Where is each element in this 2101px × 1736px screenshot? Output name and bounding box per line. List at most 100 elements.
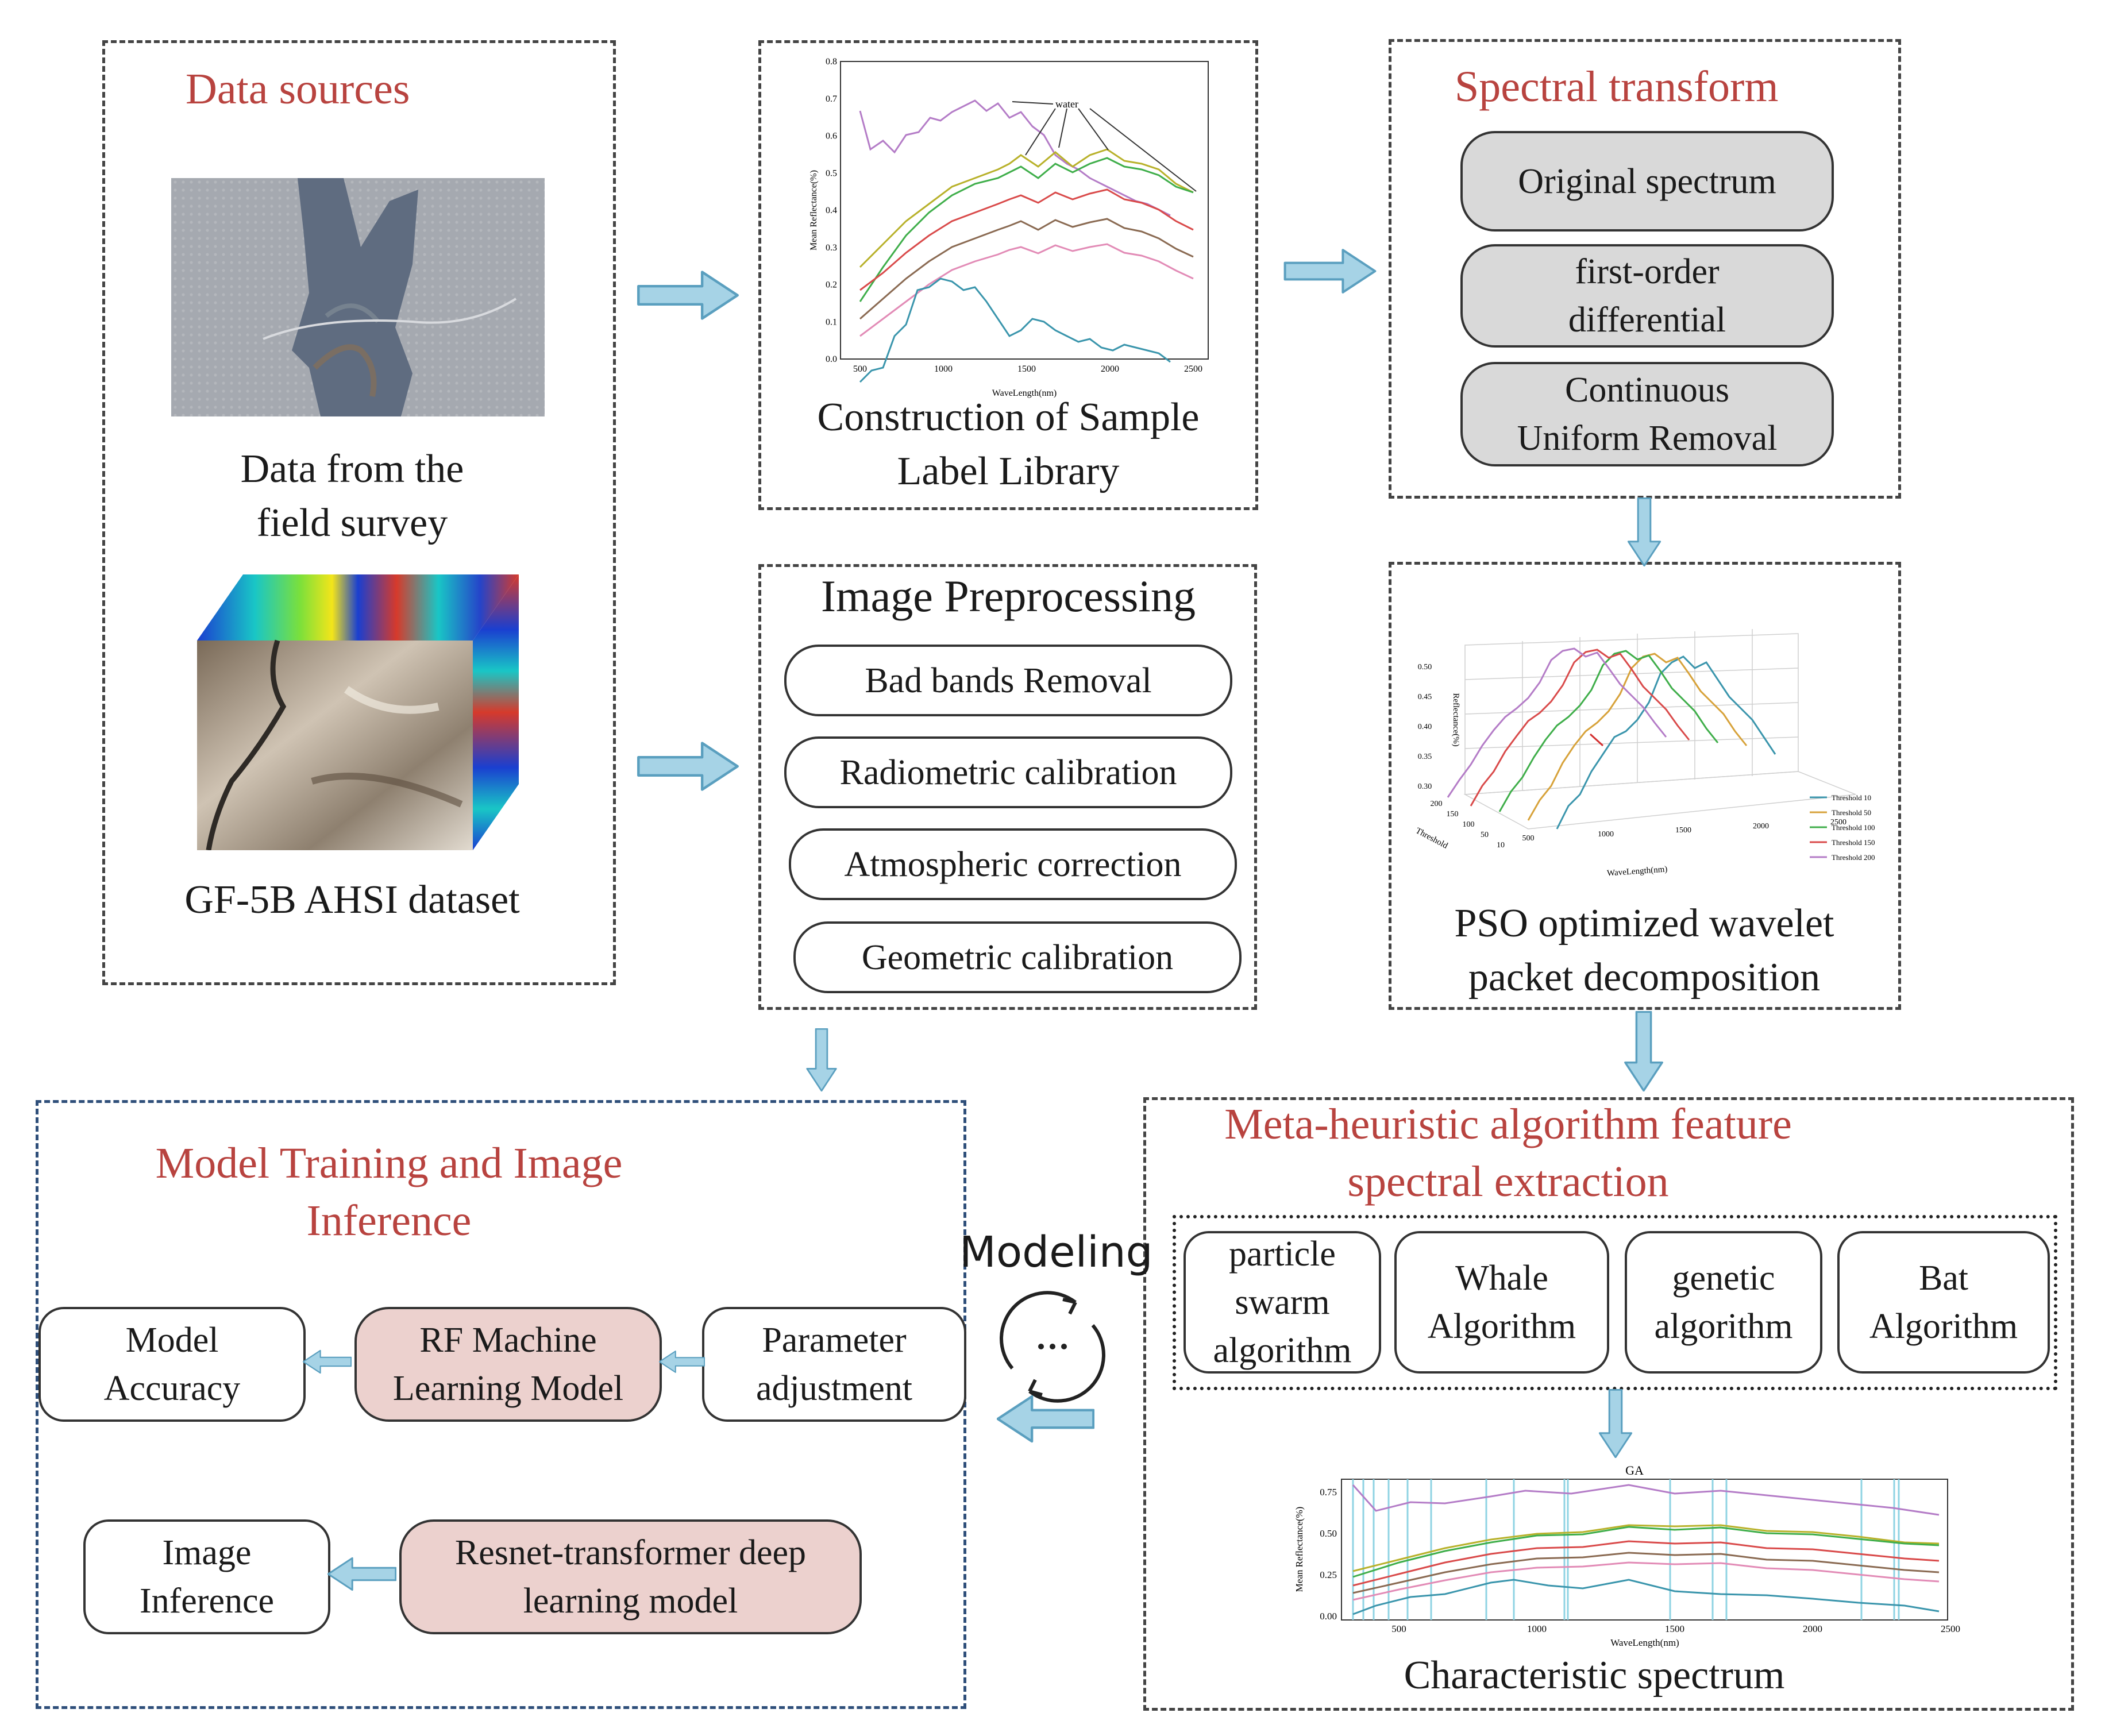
y-tick-label: 0.75 [1320,1487,1337,1498]
image-inference-box: Image Inference [83,1519,330,1634]
threshold-curve-200 [1447,647,1667,798]
ahsi-caption: GF-5B AHSI dataset [184,878,520,922]
annotation-pointer [1089,108,1197,192]
x-axis-label: WaveLength(nm) [992,388,1057,398]
spectral-transform-panel: Spectral transform Original spectrum fir… [1389,39,1901,499]
x-tick-label: 2000 [1803,1623,1822,1634]
arrow-resnet-to-inference [327,1557,396,1591]
ga-spectrum-water [1352,1484,1940,1516]
spectrum-series-6 [859,243,1194,337]
y-tick-label: 0.5 [826,168,837,178]
model-training-panel: Model Training and Image Inference Model… [36,1100,966,1709]
z-tick-label: 150 [1447,810,1459,819]
algorithm-group [1173,1215,2057,1390]
bat-algorithm-box: Bat Algorithm [1837,1231,2050,1374]
atmospheric-correction-box: Atmospheric correction [789,828,1237,900]
y-ticks: 0.00.10.20.30.40.50.60.70.8 [826,57,837,364]
y-tick-label: 0.0 [826,354,837,364]
x-axis-label: WaveLength(nm) [1610,1637,1679,1648]
x-tick-label: 1000 [1598,830,1614,839]
resnet-transformer-box: Resnet-transformer deep learning model [399,1519,862,1634]
spectrum-water [859,99,1171,217]
y-tick-label: 0.8 [826,57,837,67]
ga-spectrum-series-4 [1352,1540,1940,1587]
ga-spectrum-series-7 [1352,1579,1940,1615]
y-tick-label: 0.50 [1320,1528,1337,1539]
z-axis-label: Threshold [1414,826,1450,851]
y-tick-label: 0.4 [826,206,837,215]
field-survey-caption: Data from the field survey [240,447,464,545]
meta-heuristic-title: Meta-heuristic algorithm feature spectra… [1224,1100,1792,1206]
spectrum-series-7 [859,277,1171,383]
threshold-curve-50 [1527,653,1748,821]
z-tick-label: 50 [1481,831,1489,839]
x-tick-label: 500 [1391,1623,1406,1634]
x-tick-label: 500 [1522,834,1535,843]
annotation-pointer [1058,108,1067,148]
whale-algorithm-box: Whale Algorithm [1394,1231,1609,1374]
legend-label: Threshold 200 [1832,853,1875,862]
spectrum-series-5 [859,218,1194,320]
y-ticks: 0.300.350.400.450.50 [1418,663,1432,791]
z-tick-label: 200 [1431,800,1443,808]
modeling-label: Modeling [959,1228,1153,1277]
threshold-curve-10 [1556,655,1776,830]
y-tick-label: 0.30 [1418,782,1432,791]
ga-spectrum-series-3 [1352,1526,1940,1578]
y-tick-label: 0.45 [1418,693,1432,701]
x-tick-label: 2500 [1830,818,1846,827]
radiometric-calibration-box: Radiometric calibration [784,736,1232,808]
arrow-pso-to-meta [1618,1011,1670,1091]
threshold-curve-100 [1498,650,1719,812]
x-tick-label: 2000 [1753,822,1769,831]
y-tick-label: 0.3 [826,243,837,253]
annotation-pointer [1589,733,1604,747]
arrow-param-to-rf [659,1346,705,1378]
y-tick-label: 0.1 [826,317,837,327]
y-axis-label: Mean Reflectance(%) [1294,1507,1305,1592]
meta-heuristic-panel: Meta-heuristic algorithm feature spectra… [1143,1097,2074,1711]
arrow-transform-to-pso [1621,497,1667,566]
spectrum-series-4 [859,188,1194,291]
annotation-pointer [1012,101,1054,105]
annotation-pointer [1078,108,1109,151]
arrow-algorithms-to-spectrum [1593,1389,1639,1458]
parameter-adjustment-box: Parameter adjustment [702,1307,966,1422]
y-axis-label: Mean Reflectance(%) [809,170,819,250]
arrow-data-to-library [632,270,744,321]
image-preprocessing-title: Image Preprocessing [821,571,1196,621]
x-tick-label: 1500 [1665,1623,1684,1634]
y-tick-label: 0.7 [826,94,837,104]
legend-label: Threshold 100 [1832,823,1875,832]
y-tick-label: 0.00 [1320,1611,1337,1622]
arrow-rf-to-accuracy [303,1346,352,1378]
arrow-preprocessing-to-model [799,1028,845,1091]
legend-label: Threshold 50 [1832,808,1871,817]
legend-label: Threshold 150 [1832,838,1875,847]
x-tick-label: 1500 [1017,364,1036,374]
x-tick-label: 2500 [1941,1623,1960,1634]
image-preprocessing-panel: Image Preprocessing Bad bands Removal Ra… [758,564,1257,1010]
model-training-title: Model Training and Image Inference [155,1139,623,1245]
sample-library-caption: Construction of Sample Label Library [817,395,1200,493]
x-tick-label: 500 [853,364,867,374]
arrow-library-to-transform [1275,248,1385,294]
chart-title: GA [1625,1463,1644,1477]
x-tick-label: 2000 [1101,364,1119,374]
bad-bands-removal-box: Bad bands Removal [784,645,1232,716]
annotation-pointer [1025,108,1056,156]
spectral-transform-title: Spectral transform [1455,63,1779,111]
x-tick-label: 2500 [1184,364,1202,374]
continuum-removal-box: Continuous Uniform Removal [1460,362,1834,466]
arrow-meta-to-model [997,1390,1094,1448]
z-tick-label: 10 [1497,841,1505,850]
y-tick-label: 0.35 [1418,753,1432,761]
